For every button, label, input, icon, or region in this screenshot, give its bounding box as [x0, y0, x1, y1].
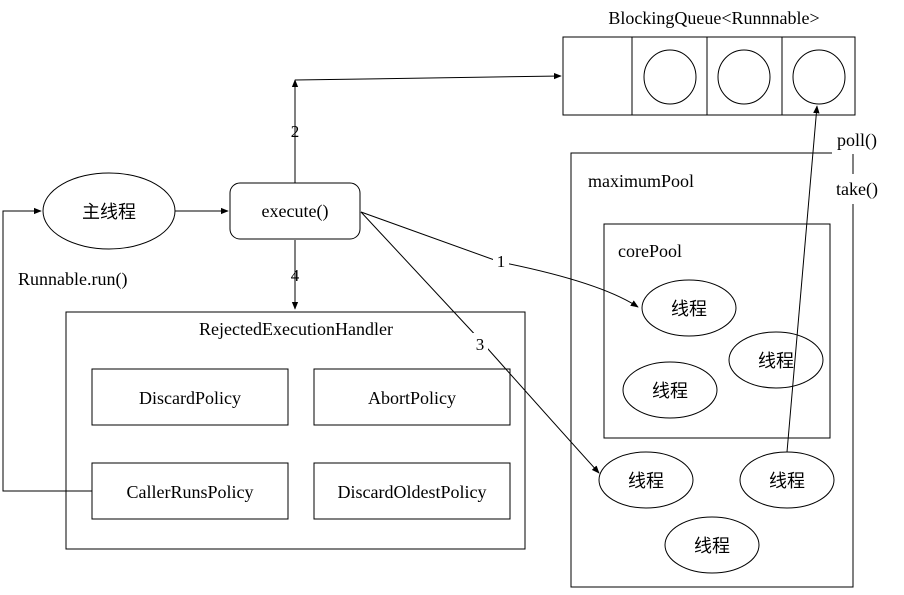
maximum-pool-title-bg: [575, 163, 725, 199]
arrow-step-1: [360, 211, 639, 308]
take-label-bg: [825, 174, 895, 204]
policy-discard-label: DiscardPolicy: [139, 388, 241, 408]
step-4-label: 4: [291, 266, 300, 285]
arrow-caller-runs-to-main: [2, 207, 92, 492]
step-1-bg: [493, 250, 509, 270]
thread-label: 线程: [652, 381, 688, 402]
step-1-label: 1: [497, 252, 506, 271]
policy-discard-oldest-box: [313, 462, 511, 520]
policy-caller-runs-box: [91, 462, 289, 520]
thread-node: [664, 516, 760, 574]
policy-caller-runs-label: CallerRunsPolicy: [127, 482, 254, 502]
queue-task: [792, 49, 846, 105]
runnable-run-label: Runnable.run(): [18, 269, 127, 290]
thread-label: 线程: [758, 351, 794, 372]
step-3-bg: [472, 333, 488, 355]
thread-label: 线程: [628, 471, 664, 492]
step-3-label: 3: [476, 335, 485, 354]
poll-label-bg: [832, 126, 894, 154]
policy-discard-box: [91, 368, 289, 426]
thread-label: 线程: [671, 299, 707, 320]
thread-node: [622, 361, 718, 419]
arrow-step-3: [360, 211, 600, 474]
arrow-thread-poll-queue: [786, 105, 820, 453]
policy-abort-label: AbortPolicy: [368, 388, 456, 408]
blocking-queue: [562, 36, 856, 116]
queue-task: [643, 49, 697, 105]
main-thread-label: 主线程: [82, 202, 136, 223]
policy-discard-oldest-label: DiscardOldestPolicy: [338, 482, 487, 502]
thread-node: [598, 451, 694, 509]
thread-node: [641, 279, 737, 337]
poll-label: poll(): [837, 130, 877, 151]
thread-label: 线程: [769, 471, 805, 492]
step-2-label: 2: [291, 122, 300, 141]
execute-label: execute(): [262, 201, 329, 222]
thread-label: 线程: [694, 536, 730, 557]
thread-node: [728, 331, 824, 389]
take-label: take(): [836, 179, 878, 200]
policy-abort-box: [313, 368, 511, 426]
runnable-run-bg: [14, 262, 160, 294]
queue-task: [717, 49, 771, 105]
maximum-pool-title: maximumPool: [588, 171, 694, 191]
arrow-step-2-to-queue: [294, 72, 562, 81]
rejected-handler-title: RejectedExecutionHandler: [199, 319, 393, 339]
queue-label: BlockingQueue<Runnnable>: [608, 8, 819, 28]
core-pool-title: corePool: [618, 241, 682, 261]
